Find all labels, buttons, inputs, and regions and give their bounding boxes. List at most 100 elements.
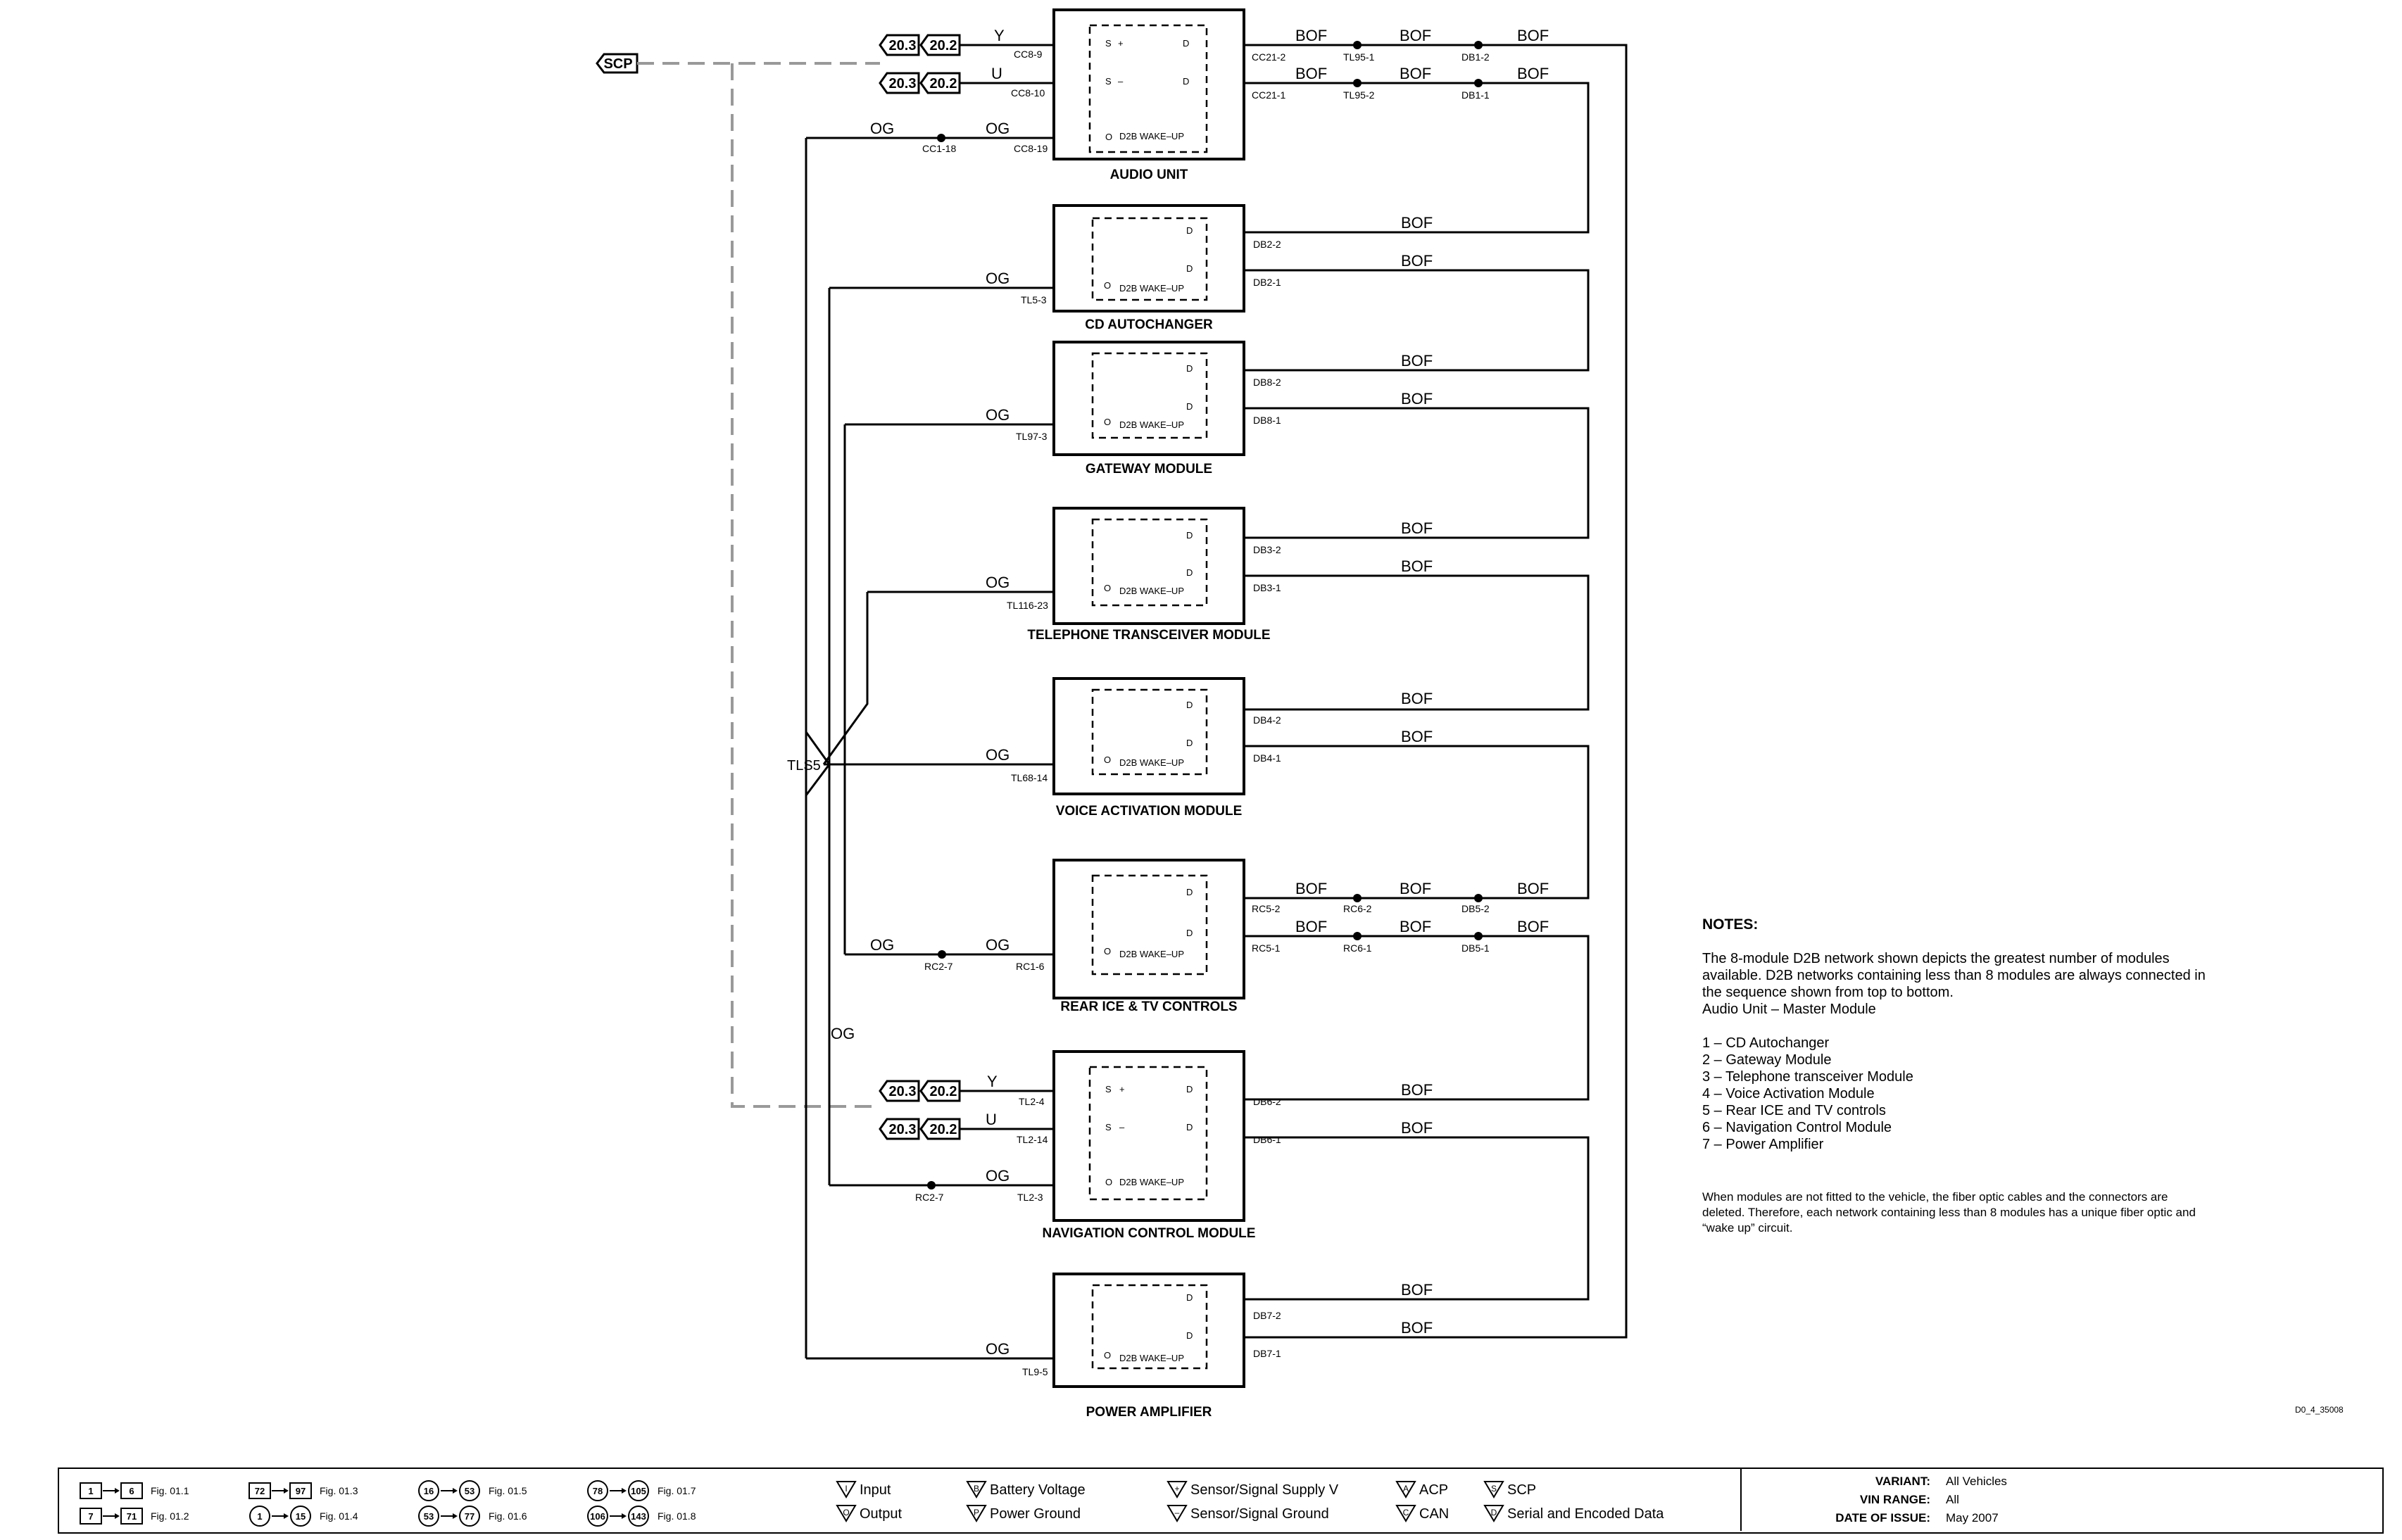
svg-text:RC2-7: RC2-7 [915,1192,944,1203]
legend-symbol-icon [836,1481,857,1498]
svg-text:OG: OG [986,270,1010,287]
svg-text:TL2-14: TL2-14 [1017,1134,1048,1145]
legend-symbol-glyph: I [845,1484,847,1494]
svg-text:OG: OG [986,406,1010,424]
svg-text:D: D [1183,76,1189,87]
svg-text:BOF: BOF [1401,1281,1433,1299]
fig-ref-arrowhead [622,1488,627,1494]
svg-text:RC5-1: RC5-1 [1252,942,1281,954]
svg-text:20.2: 20.2 [930,38,957,53]
fig-ref-from: 72 [255,1486,265,1496]
svg-text:DB3-2: DB3-2 [1253,544,1281,555]
vin-key: VIN RANGE: [1859,1493,1930,1506]
svg-text:TL9-5: TL9-5 [1022,1366,1048,1377]
svg-text:O: O [1105,132,1112,142]
fig-ref-arrowhead [284,1488,289,1494]
date-key: DATE OF ISSUE: [1835,1511,1930,1525]
svg-text:BOF: BOF [1401,252,1433,270]
fig-ref-label: Fig. 01.5 [489,1485,527,1496]
svg-text:O: O [1104,946,1111,957]
fig-ref-box [120,1508,143,1525]
svg-text:BOF: BOF [1401,519,1433,537]
svg-text:BOF: BOF [1401,352,1433,370]
fig-ref-label: Fig. 01.8 [658,1510,696,1522]
svg-text:20.3: 20.3 [889,1122,917,1137]
svg-text:RC6-2: RC6-2 [1343,903,1372,914]
fig-ref-circle [418,1480,439,1501]
navigation-u-ref: 20.3 20.2 [879,1118,961,1140]
svg-text:D2B WAKE–UP: D2B WAKE–UP [1119,1353,1184,1363]
svg-text:DB2-2: DB2-2 [1253,239,1281,250]
fig-ref-arrowhead [115,1488,120,1494]
svg-text:TL97-3: TL97-3 [1016,431,1048,442]
svg-text:RC2-7: RC2-7 [924,961,953,972]
legend-symbol-label: Input [860,1482,891,1498]
svg-text:O: O [1105,1177,1112,1187]
svg-text:TL2-4: TL2-4 [1019,1096,1045,1107]
svg-text:TL5-3: TL5-3 [1021,294,1047,305]
svg-text:GATEWAY MODULE: GATEWAY MODULE [1086,462,1212,476]
svg-text:D: D [1186,928,1193,938]
svg-text:DB8-2: DB8-2 [1253,377,1281,388]
fig-ref-arrowhead [622,1513,627,1519]
svg-text:D: D [1186,363,1193,374]
svg-text:CC8-10: CC8-10 [1011,87,1045,99]
fig-ref-arrowhead [453,1513,458,1519]
notes-list-item: 2 – Gateway Module [1702,1052,1832,1068]
svg-text:D: D [1186,263,1193,274]
notes-module-list: 1 – CD Autochanger 2 – Gateway Module 3 … [1702,1035,2209,1153]
svg-text:OG: OG [986,1167,1010,1185]
svg-text:–: – [1119,1122,1125,1132]
fig-ref-circle [249,1506,270,1527]
svg-text:VOICE ACTIVATION MODULE: VOICE ACTIVATION MODULE [1056,804,1243,819]
notes-list-item: 7 – Power Amplifier [1702,1137,1824,1152]
svg-text:20.3: 20.3 [889,1084,917,1099]
fig-ref-arrowhead [284,1513,289,1519]
notes-paragraph-1: The 8-module D2B network shown depicts t… [1702,951,2206,1017]
module-audio-unit: AUDIO UNIT 20.3 20.2 Y CC8-9 20.3 20.2 U… [806,8,1628,1339]
svg-text:DB2-1: DB2-1 [1253,277,1281,288]
audio-unit-u-ref: 20.3 20.2 [879,72,961,94]
fig-ref-label: Fig. 01.6 [489,1510,527,1522]
legend-symbol-label: CAN [1419,1506,1449,1522]
notes-list-item: 3 – Telephone transceiver Module [1702,1069,1913,1085]
svg-text:20.3: 20.3 [889,76,917,91]
svg-text:D: D [1186,401,1193,412]
svg-text:BOF: BOF [1401,557,1433,575]
vin-value: All [1946,1493,1959,1506]
svg-text:BOF: BOF [1401,1319,1433,1337]
svg-text:D2B WAKE–UP: D2B WAKE–UP [1119,131,1184,141]
svg-text:CC21-1: CC21-1 [1252,89,1285,101]
og-splice-harness: TLS5 OG [787,138,869,1358]
svg-text:BOF: BOF [1400,918,1431,935]
legend-symbol-glyph: P [974,1508,979,1517]
legend-symbol-label: Sensor/Signal Ground [1190,1506,1329,1522]
legend-symbol-glyph: + [1174,1484,1179,1494]
svg-text:D2B WAKE–UP: D2B WAKE–UP [1119,419,1184,430]
svg-text:20.2: 20.2 [930,1084,957,1099]
svg-text:REAR ICE & TV CONTROLS: REAR ICE & TV CONTROLS [1060,999,1237,1014]
svg-text:CC21-2: CC21-2 [1252,51,1285,63]
legend-symbol-glyph: – [1175,1508,1180,1517]
svg-text:20.2: 20.2 [930,76,957,91]
notes-paragraph-2: When modules are not fitted to the vehic… [1702,1190,2196,1235]
d2b-network-diagram: SCP AUDIO UNIT 20.3 20.2 Y CC8-9 20.3 20… [596,8,1628,1420]
svg-text:O: O [1104,280,1111,291]
svg-text:OG: OG [986,574,1010,591]
legend-symbol-glyph: A [1403,1484,1409,1494]
svg-text:S: S [1105,38,1112,49]
legend-symbol-label: Output [860,1506,902,1522]
svg-text:D2B WAKE–UP: D2B WAKE–UP [1119,586,1184,596]
svg-text:BOF: BOF [1400,27,1431,44]
audio-unit-y-ref: 20.3 20.2 [879,34,961,56]
svg-text:DB7-2: DB7-2 [1253,1310,1281,1321]
legend-symbol-label: Sensor/Signal Supply V [1190,1482,1339,1498]
svg-text:+: + [1118,38,1124,49]
svg-text:BOF: BOF [1401,390,1433,408]
svg-text:Y: Y [987,1073,998,1090]
